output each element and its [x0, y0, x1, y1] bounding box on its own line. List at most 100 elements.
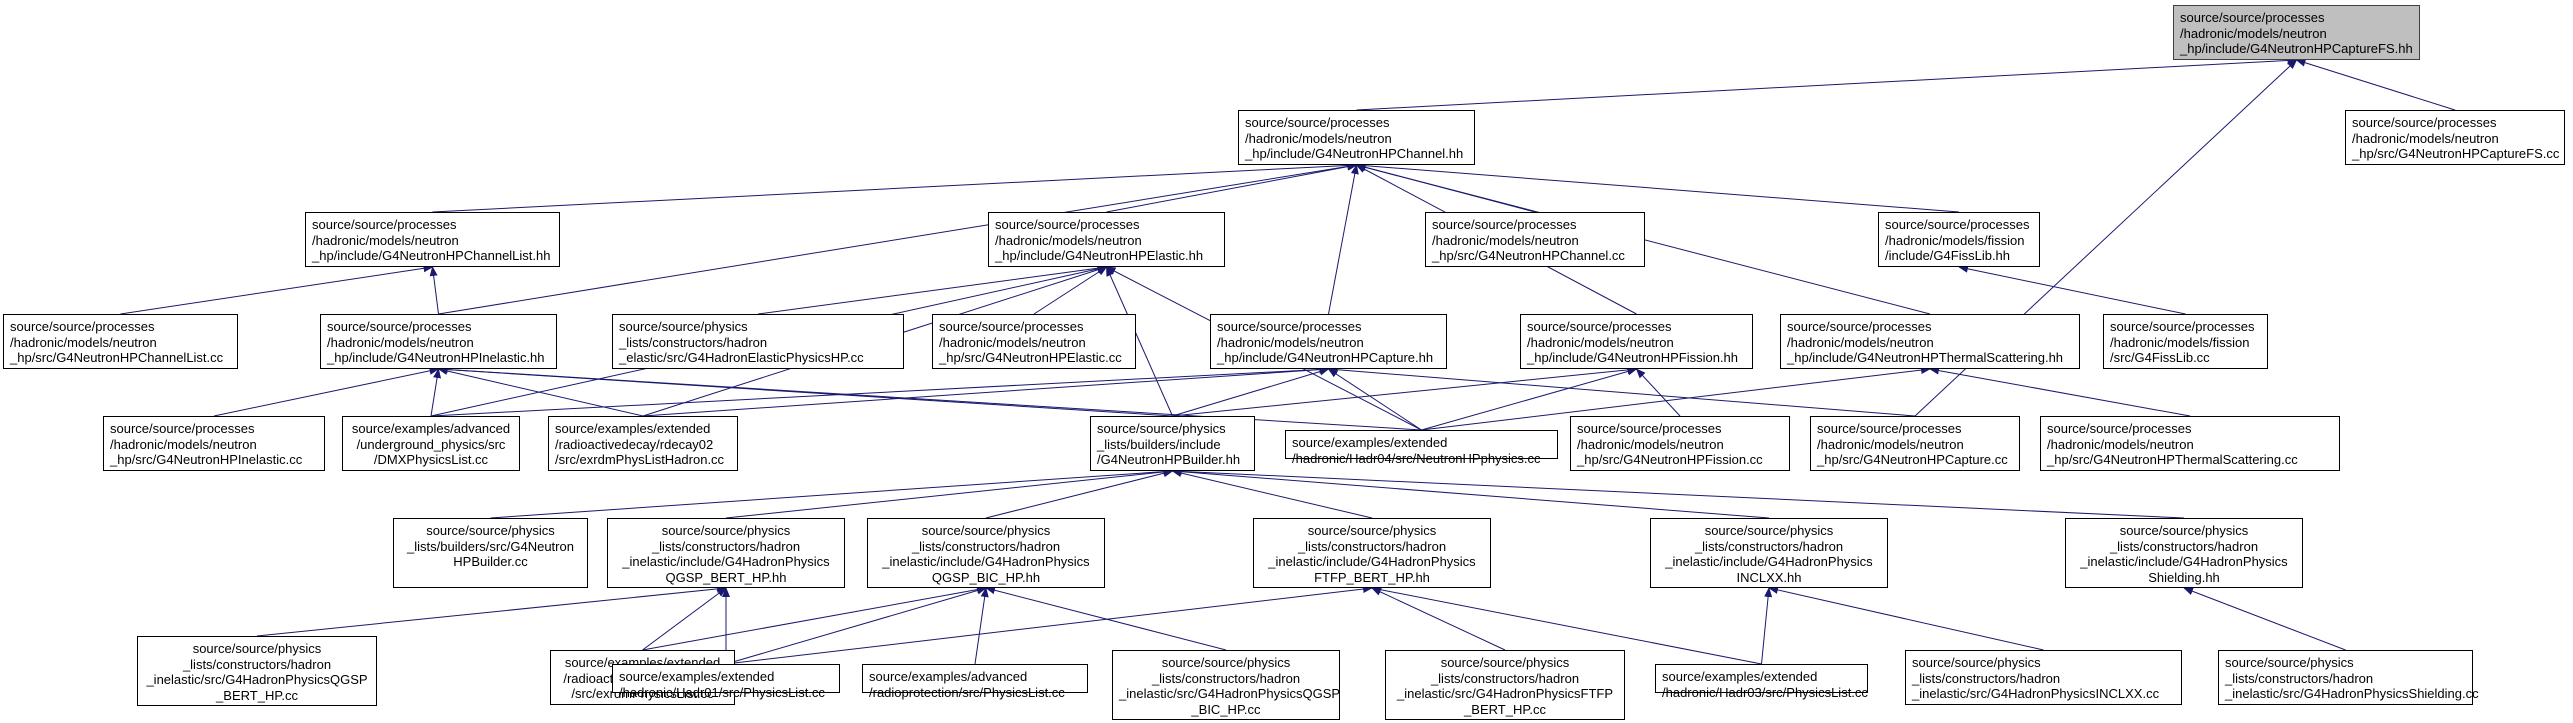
file-node-fisslib-cc[interactable]: source/source/processes/hadronic/models/… [2103, 314, 2268, 369]
edge-capture-cc-to-capture-hh [1327, 365, 1916, 417]
node-label-line: _lists/constructors/hadron [651, 538, 801, 554]
node-label-line: QGSP_BERT_HP.hh [665, 569, 787, 585]
edge-hadr03-cc-to-inclxx-hh [1761, 587, 1773, 665]
node-label-line: /hadronic/models/neutron [10, 334, 157, 350]
node-label-line: _lists/constructors/hadron [1297, 538, 1447, 554]
node-label-line: source/source/physics [2119, 523, 2249, 538]
node-label-line: source/source/physics [661, 523, 791, 538]
file-node-capturefs-hh[interactable]: source/source/processes/hadronic/models/… [2173, 5, 2420, 60]
node-label-line: source/source/processes [1577, 421, 1722, 436]
file-node-channel-hh[interactable]: source/source/processes/hadronic/models/… [1238, 110, 1475, 165]
file-node-channellist-hh[interactable]: source/source/processes/hadronic/models/… [305, 212, 560, 267]
node-label-line: _inelastic/include/G4HadronPhysics [1268, 554, 1476, 569]
node-label-line: source/source/processes [2352, 115, 2497, 130]
file-node-inelastic-hh[interactable]: source/source/processes/hadronic/models/… [320, 314, 557, 369]
node-label-line: source/examples/extended [1292, 435, 1448, 450]
file-node-qgsp-bert-hh[interactable]: source/source/physics_lists/constructors… [607, 518, 845, 588]
file-node-radioprot-cc[interactable]: source/examples/advanced/radioprotection… [862, 664, 1088, 700]
node-label-line: /hadronic/models/neutron [939, 334, 1086, 350]
node-label-line: source/source/physics [921, 523, 1051, 538]
node-label-line: _BERT_HP.cc [216, 687, 298, 703]
node-label-line: /hadronic/models/fission [2110, 334, 2250, 350]
node-label-line: /include/G4FissLib.hh [1885, 248, 2011, 263]
edge-hadr04-cc-to-fission-hh [1421, 367, 1638, 431]
file-node-thermal-hh[interactable]: source/source/processes/hadronic/models/… [1780, 314, 2080, 369]
edge-shielding-cc-to-shielding-hh [2183, 587, 2346, 651]
node-label-line: source/source/processes [2180, 10, 2325, 25]
node-label-line: /hadronic/models/neutron [1245, 130, 1392, 146]
node-label-line: QGSP_BIC_HP.hh [931, 569, 1041, 585]
edge-inclxx-hh-to-builder-hh [1171, 467, 1770, 519]
node-label-line: HPBuilder.cc [453, 554, 528, 569]
node-label-line: _hp/include/G4NeutronHPCaptureFS.hh [2180, 41, 2413, 56]
node-label-line: source/source/physics [1912, 655, 2041, 670]
file-node-capture-hh[interactable]: source/source/processes/hadronic/models/… [1210, 314, 1447, 369]
node-label-line: _inelastic/include/G4HadronPhysics [622, 554, 830, 569]
node-label-line: /G4NeutronHPBuilder.hh [1097, 452, 1241, 467]
node-label-line: INCLXX.hh [1736, 569, 1802, 585]
file-node-inelastic-cc[interactable]: source/source/processes/hadronic/models/… [103, 416, 325, 471]
file-node-builder-hh[interactable]: source/source/physics_lists/builders/inc… [1090, 416, 1255, 471]
file-node-capture-cc[interactable]: source/source/processes/hadronic/models/… [1810, 416, 2020, 471]
node-label-line: _inelastic/src/G4HadronPhysicsFTFP [1396, 686, 1613, 701]
node-label-line: source/source/processes [312, 217, 457, 232]
file-node-dmx-cc[interactable]: source/examples/advanced/underground_phy… [342, 416, 520, 471]
file-node-fission-cc[interactable]: source/source/processes/hadronic/models/… [1570, 416, 1790, 471]
node-label-line: /hadronic/models/neutron [1527, 334, 1674, 350]
node-label-line: _lists/constructors/hadron [1912, 670, 2061, 686]
file-node-hadr04-cc[interactable]: source/examples/extended/hadronic/Hadr04… [1285, 430, 1558, 466]
node-label-line: /radioprotection/src/PhysicsList.cc [869, 684, 1065, 700]
file-node-hadronelastic-cc[interactable]: source/source/physics_lists/constructors… [612, 314, 904, 369]
file-node-thermal-cc[interactable]: source/source/processes/hadronic/models/… [2040, 416, 2340, 471]
file-node-fisslib-hh[interactable]: source/source/processes/hadronic/models/… [1878, 212, 2040, 267]
file-node-inclxx-hh[interactable]: source/source/physics_lists/constructors… [1650, 518, 1888, 588]
edge-channellist-cc-to-channellist-hh [120, 264, 434, 315]
edge-builder-hh-to-fission-hh [1172, 365, 1638, 417]
node-label-line: _hp/include/G4NeutronHPChannel.hh [1245, 146, 1464, 161]
file-node-elastic-hh[interactable]: source/source/processes/hadronic/models/… [988, 212, 1225, 267]
file-node-qgsp-bic-cc[interactable]: source/source/physics_lists/constructors… [1112, 650, 1340, 720]
file-node-hadr01-cc[interactable]: source/examples/extended/hadronic/Hadr01… [612, 664, 840, 700]
node-label-line: _hp/include/G4NeutronHPFission.hh [1527, 350, 1739, 365]
edge-hadr03-cc-to-ftfp-bert-hh [1371, 585, 1762, 665]
edge-dmx-cc-to-capture-hh [430, 365, 1330, 417]
edge-hadr04-cc-to-thermal-hh [1421, 366, 1931, 431]
edge-builder-hh-to-capture-hh [1172, 367, 1330, 417]
node-label-line: source/examples/advanced [351, 421, 511, 436]
file-node-channellist-cc[interactable]: source/source/processes/hadronic/models/… [3, 314, 238, 369]
file-node-inclxx-cc[interactable]: source/source/physics_lists/constructors… [1905, 650, 2182, 705]
file-node-elastic-cc[interactable]: source/source/processes/hadronic/models/… [932, 314, 1136, 369]
node-label-line: _lists/constructors/hadron [911, 538, 1061, 554]
node-label-line: _inelastic/src/G4HadronPhysicsINCLXX.cc [1912, 686, 2160, 701]
file-node-shielding-hh[interactable]: source/source/physics_lists/constructors… [2065, 518, 2303, 588]
file-node-hadr03-cc[interactable]: source/examples/extended/hadronic/Hadr03… [1655, 664, 1868, 700]
node-label-line: /hadronic/models/neutron [1817, 436, 1964, 452]
node-label-line: /hadronic/Hadr03/src/PhysicsList.cc [1662, 684, 1868, 700]
node-label-line: /hadronic/models/neutron [995, 232, 1142, 248]
edge-hadronelastic-cc-to-elastic-hh [757, 264, 1108, 315]
file-node-channel-cc[interactable]: source/source/processes/hadronic/models/… [1425, 212, 1645, 267]
file-node-rdecay-hadron-cc[interactable]: source/examples/extended/radioactivedeca… [548, 416, 738, 471]
file-node-builder-cc[interactable]: source/source/physics_lists/builders/src… [393, 518, 588, 588]
node-label-line: _inelastic/src/G4HadronPhysicsShielding.… [2225, 686, 2479, 701]
file-node-qgsp-bic-hh[interactable]: source/source/physics_lists/constructors… [867, 518, 1105, 588]
edge-hadr04-cc-to-capture-hh [1327, 368, 1422, 431]
file-node-ftfp-bert-cc[interactable]: source/source/physics_lists/constructors… [1385, 650, 1625, 720]
node-label-line: _inelastic/include/G4HadronPhysics [1665, 554, 1873, 569]
node-label-line: source/source/physics [192, 641, 322, 656]
node-label-line: _hp/src/G4NeutronHPInelastic.cc [110, 452, 303, 467]
file-node-shielding-cc[interactable]: source/source/physics_lists/constructors… [2218, 650, 2479, 705]
node-label-line: _hp/include/G4NeutronHPInelastic.hh [327, 350, 545, 365]
node-label-line: _lists/constructors/hadron [1430, 670, 1580, 686]
edge-capturefs-cc-to-capturefs-hh [2295, 58, 2456, 111]
edge-inelastic-cc-to-inelastic-hh [213, 366, 440, 417]
edge-rdecay-hadron-cc-to-capture-hh [642, 365, 1330, 417]
file-node-ftfp-bert-hh[interactable]: source/source/physics_lists/constructors… [1253, 518, 1491, 588]
file-node-capturefs-cc[interactable]: source/source/processes/hadronic/models/… [2345, 110, 2565, 165]
node-label-line: /hadronic/models/fission [1885, 232, 2025, 248]
edge-fisslib-cc-to-fisslib-hh [1958, 264, 2186, 315]
node-label-line: source/source/processes [110, 421, 255, 436]
file-node-qgsp-bert-cc[interactable]: source/source/physics_lists/constructors… [137, 636, 377, 706]
file-node-fission-hh[interactable]: source/source/processes/hadronic/models/… [1520, 314, 1753, 369]
